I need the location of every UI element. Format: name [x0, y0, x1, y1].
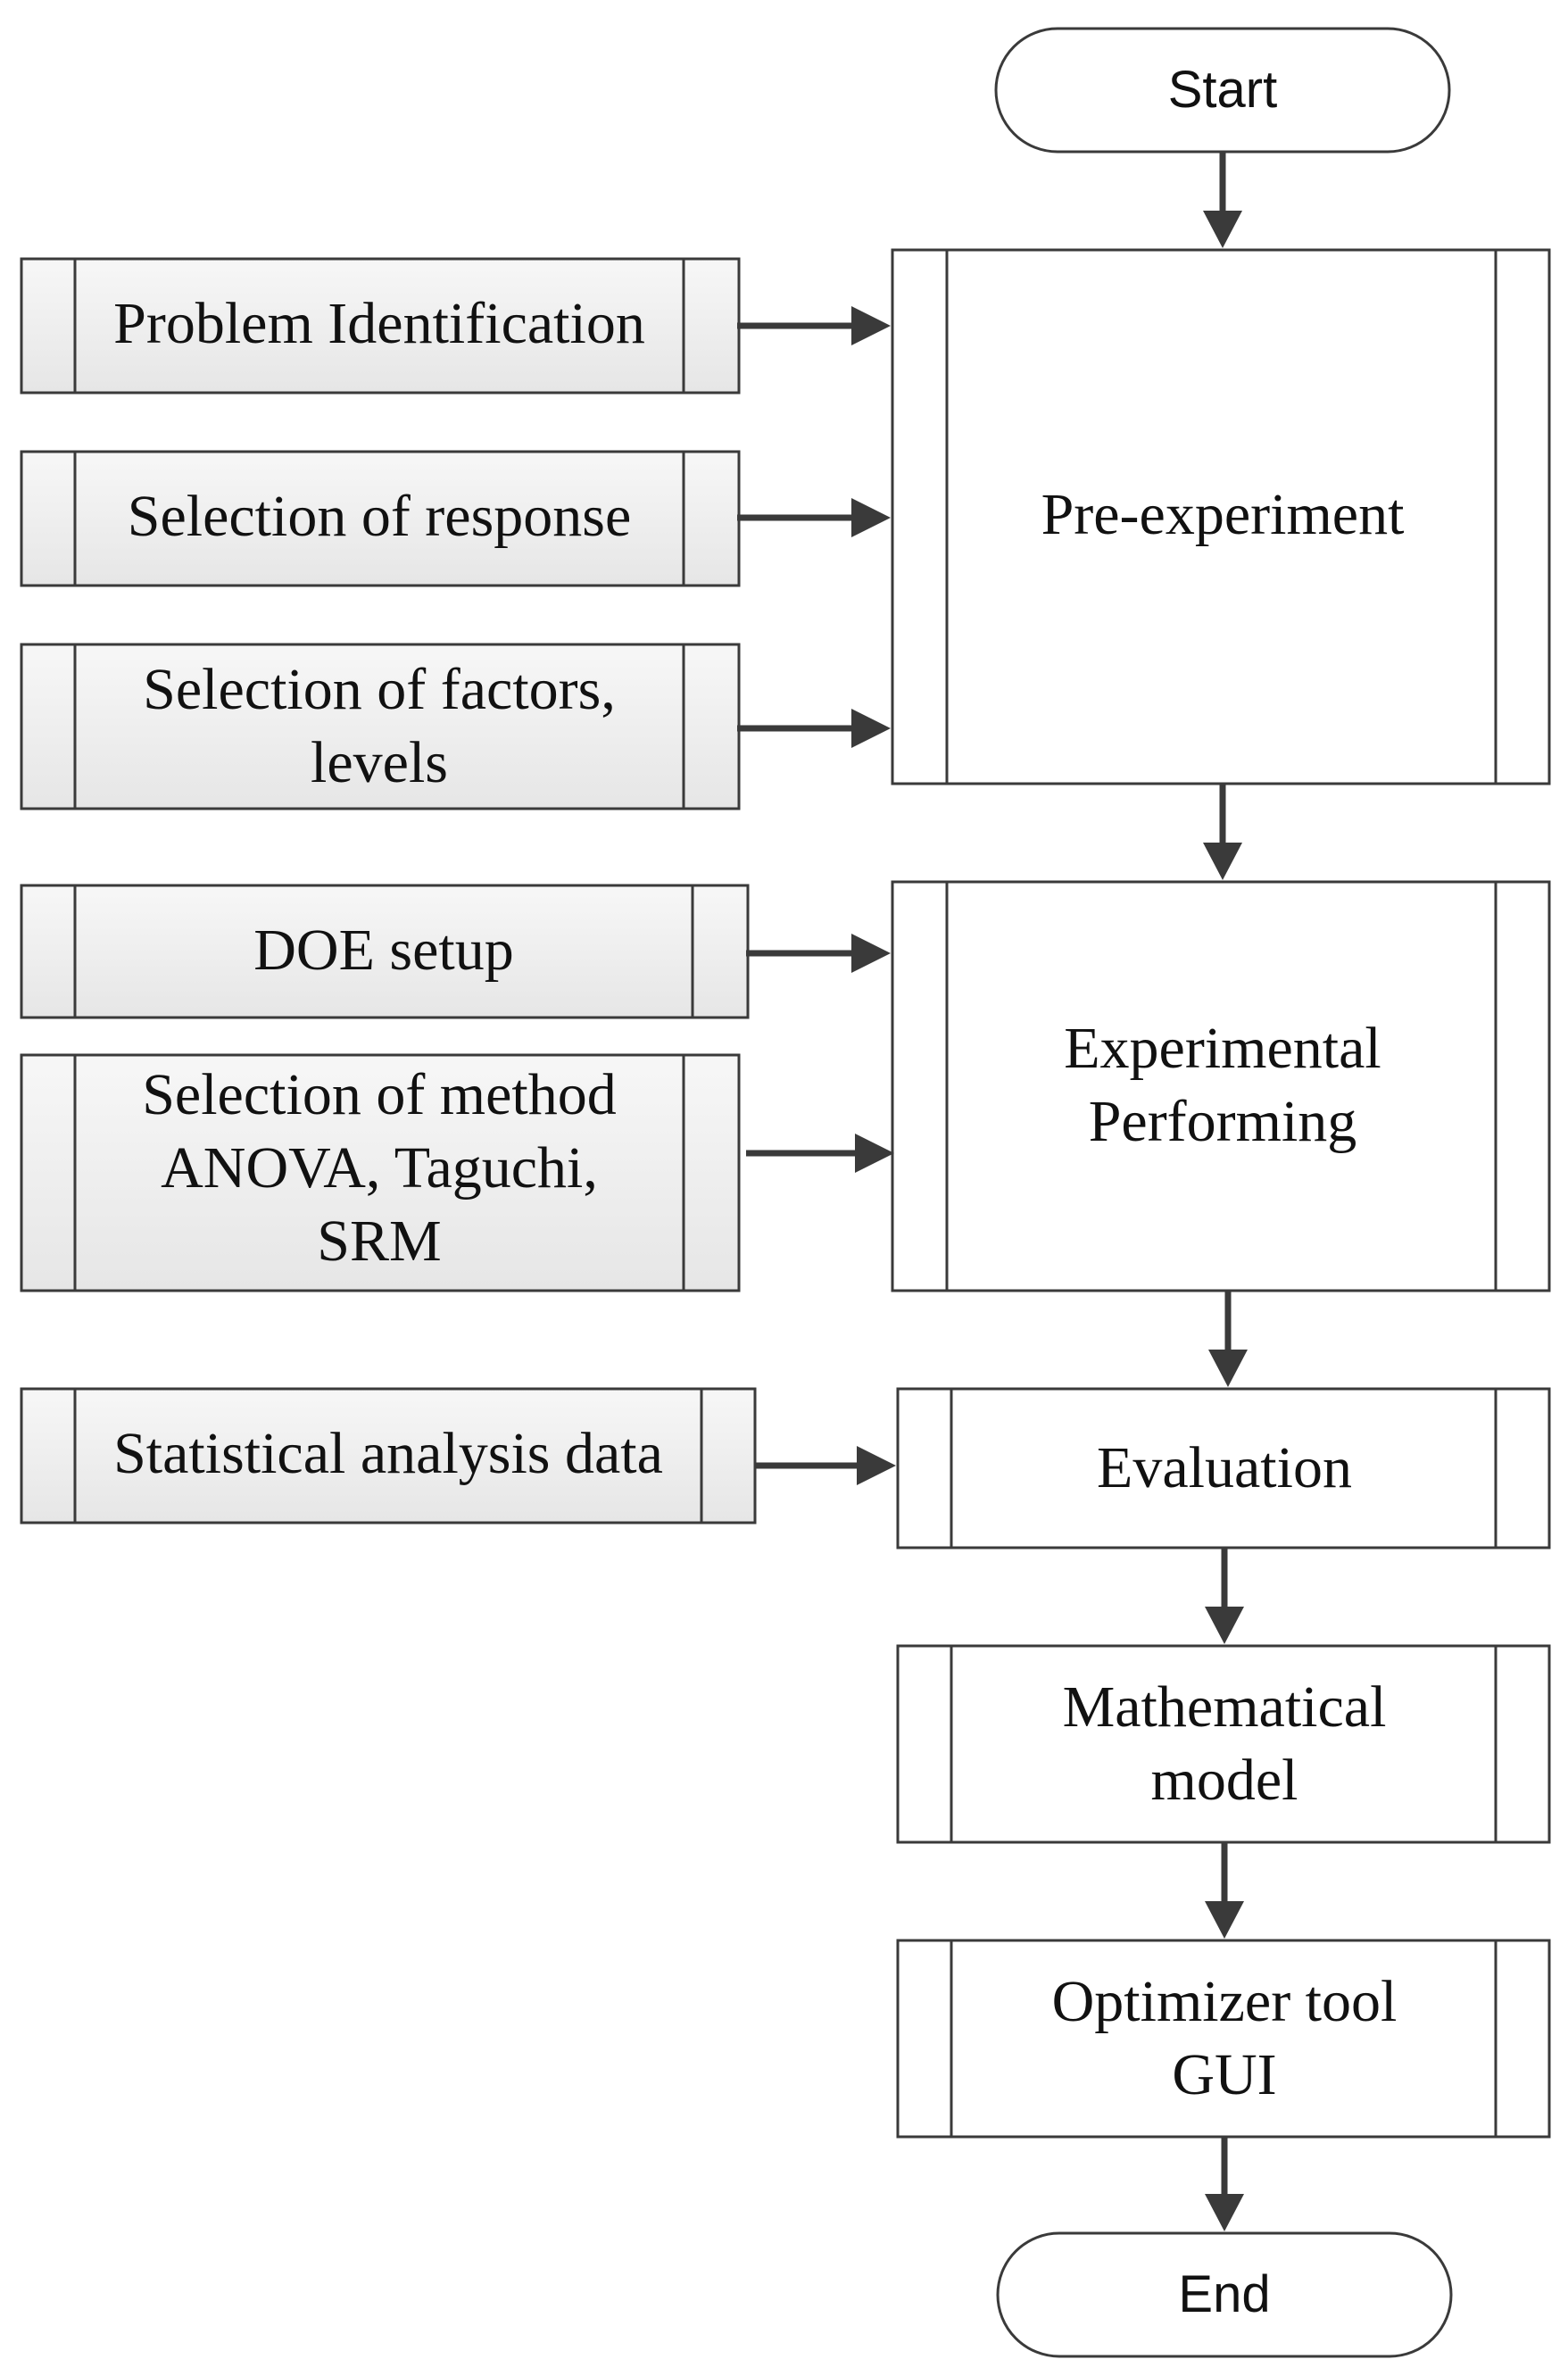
- selection-of-response-label: Selection of response: [128, 484, 632, 549]
- selection-of-method-box: Selection of method ANOVA, Taguchi, SRM: [20, 1053, 741, 1292]
- arrow-start-to-pre-experiment: [1203, 152, 1242, 248]
- arrow-selection-of-factors: [737, 709, 891, 748]
- optimizer-label-line1: Optimizer tool: [1052, 1969, 1398, 2034]
- selection-of-response-box: Selection of response: [20, 450, 741, 587]
- arrow-problem-identification: [737, 306, 891, 345]
- doe-setup-box: DOE setup: [20, 884, 750, 1019]
- selection-of-method-label-line1: Selection of method: [142, 1062, 617, 1127]
- pre-experiment-label: Pre-experiment: [1041, 482, 1405, 547]
- start-terminator: Start: [994, 27, 1451, 154]
- end-label: End: [1178, 2265, 1270, 2323]
- mathematical-model-box: Mathematical model: [896, 1644, 1551, 1844]
- evaluation-label: Evaluation: [1097, 1435, 1352, 1500]
- selection-of-factors-box: Selection of factors, levels: [20, 643, 741, 810]
- mathematical-label-line1: Mathematical: [1063, 1674, 1387, 1740]
- selection-of-method-label-line3: SRM: [317, 1209, 441, 1274]
- pre-experiment-box: Pre-experiment: [891, 248, 1551, 785]
- optimizer-tool-box: Optimizer tool GUI: [896, 1939, 1551, 2139]
- selection-of-method-label-line2: ANOVA, Taguchi,: [161, 1135, 598, 1200]
- arrow-evaluation-to-mathematical: [1205, 1548, 1244, 1644]
- arrow-optimizer-to-end: [1205, 2137, 1244, 2231]
- problem-identification-box: Problem Identification: [20, 257, 741, 395]
- arrow-pre-experiment-to-experimental: [1203, 784, 1242, 880]
- evaluation-box: Evaluation: [896, 1387, 1551, 1549]
- optimizer-label-line2: GUI: [1172, 2042, 1276, 2107]
- end-terminator: End: [996, 2231, 1453, 2358]
- arrow-mathematical-to-optimizer: [1205, 1842, 1244, 1939]
- experimental-label-line1: Experimental: [1064, 1016, 1381, 1081]
- start-label: Start: [1168, 61, 1278, 119]
- arrow-selection-of-response: [737, 498, 891, 537]
- arrow-doe-setup: [746, 934, 891, 973]
- doe-setup-label: DOE setup: [253, 918, 513, 983]
- selection-of-factors-label-line1: Selection of factors,: [143, 657, 616, 722]
- selection-of-factors-label-line2: levels: [311, 730, 448, 795]
- problem-identification-label: Problem Identification: [113, 291, 645, 356]
- experimental-label-line2: Performing: [1089, 1089, 1357, 1154]
- experimental-performing-box: Experimental Performing: [891, 880, 1551, 1292]
- arrow-experimental-to-evaluation: [1208, 1291, 1248, 1387]
- arrow-statistical-analysis: [755, 1446, 896, 1485]
- statistical-analysis-label: Statistical analysis data: [113, 1421, 663, 1486]
- mathematical-label-line2: model: [1151, 1748, 1298, 1813]
- statistical-analysis-box: Statistical analysis data: [20, 1387, 757, 1524]
- arrow-selection-of-method: [746, 1134, 894, 1173]
